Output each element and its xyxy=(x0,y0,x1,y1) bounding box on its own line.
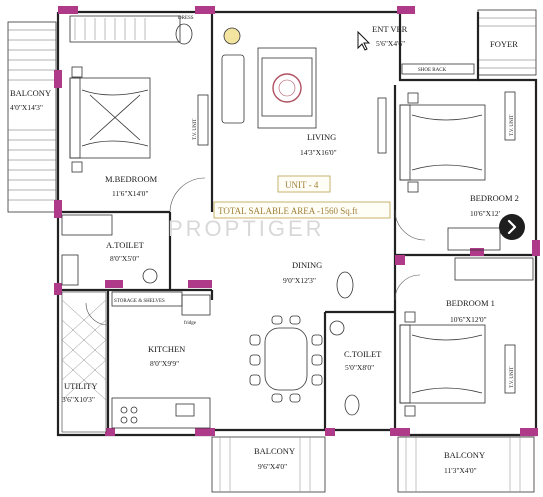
unit-label: UNIT - 4 xyxy=(285,180,319,190)
balcony-right-name: BALCONY xyxy=(444,450,485,460)
mouse-pointer-icon xyxy=(357,30,371,51)
columns xyxy=(54,6,540,436)
fridge xyxy=(181,294,211,316)
dining-dim: 9'0"X12'3" xyxy=(283,276,316,285)
foyer-area xyxy=(477,9,537,76)
tv-label-master: T.V. UNIT xyxy=(193,119,198,140)
chevron-right-icon xyxy=(507,219,517,235)
tv-unit-b1 xyxy=(504,344,516,394)
balcony-left-area xyxy=(7,21,57,213)
c-toilet-name: C.TOILET xyxy=(344,349,382,359)
utility-dim: 3'6"X10'3" xyxy=(62,395,95,404)
balcony-left-dim: 4'0"X14'3" xyxy=(10,103,43,112)
dress-name: DRESS xyxy=(178,16,194,21)
bedroom1-name: BEDROOM 1 xyxy=(446,298,495,308)
living-furniture xyxy=(221,27,387,154)
dining-table xyxy=(249,271,354,403)
kitchen-dim: 8'0"X9'9" xyxy=(150,359,179,368)
dining-name: DINING xyxy=(292,260,322,270)
c-toilet-fixtures xyxy=(329,320,360,416)
balcony-right-dim: 11'3"X4'0" xyxy=(444,466,477,475)
master-bedroom-dim: 11'6"X14'0" xyxy=(112,189,148,198)
balcony-bottom-mid-area xyxy=(211,436,326,493)
tv-unit-b2 xyxy=(504,91,516,141)
a-toilet-dim: 8'0"X5'0" xyxy=(110,254,139,263)
storage-name: STORAGE & SHELVES xyxy=(114,299,165,304)
foyer-name: FOYER xyxy=(490,39,518,49)
living-dim: 14'3"X16'0" xyxy=(300,148,337,157)
kitchen-name: KITCHEN xyxy=(148,344,185,354)
bedroom1-dim: 10'6"X12'0" xyxy=(450,315,487,324)
shoe-rack-name: SHOE RACK xyxy=(418,68,447,73)
tv-unit-master xyxy=(197,94,209,146)
unit-label-box xyxy=(277,175,331,193)
balcony-mid-dim: 9'6"X4'0" xyxy=(258,462,287,471)
next-image-button[interactable] xyxy=(499,214,525,240)
living-name: LIVING xyxy=(307,132,336,142)
ent-ver-dim: 5'6"X4'6" xyxy=(376,39,405,48)
master-bed xyxy=(69,66,151,173)
area-label-box xyxy=(213,201,391,219)
area-label: TOTAL SALABLE AREA -1560 Sq.ft xyxy=(218,206,358,216)
shoe-rack xyxy=(401,63,475,75)
tv-label-b1: T.V. UNIT xyxy=(510,367,515,388)
utility-name: UTILITY xyxy=(64,381,98,391)
utility-area xyxy=(61,291,107,433)
bedroom1-bed xyxy=(399,311,486,417)
watermark: PROPTIGER xyxy=(168,216,325,241)
bedroom2-bed xyxy=(399,92,486,193)
bedroom2-name: BEDROOM 2 xyxy=(470,193,519,203)
tv-label-b2: T.V. UNIT xyxy=(510,115,515,136)
balcony-left-name: BALCONY xyxy=(10,88,51,98)
wardrobe-b2 xyxy=(447,227,501,251)
kitchen-counter xyxy=(111,397,211,429)
a-toilet-name: A.TOILET xyxy=(106,240,145,250)
bedroom2-dim: 10'6"X12' xyxy=(470,209,501,218)
dress-unit xyxy=(69,15,193,45)
door-swings xyxy=(85,177,426,326)
a-toilet-fixtures xyxy=(61,214,158,286)
ent-ver-name: ENT VER xyxy=(372,24,408,34)
balcony-bottom-right-area xyxy=(397,436,535,493)
balcony-mid-name: BALCONY xyxy=(254,446,295,456)
master-bedroom-name: M.BEDROOM xyxy=(105,174,158,184)
fridge-name: fridge xyxy=(184,321,197,326)
wardrobe-b1 xyxy=(454,257,534,281)
c-toilet-dim: 5'0"X8'0" xyxy=(345,363,374,372)
